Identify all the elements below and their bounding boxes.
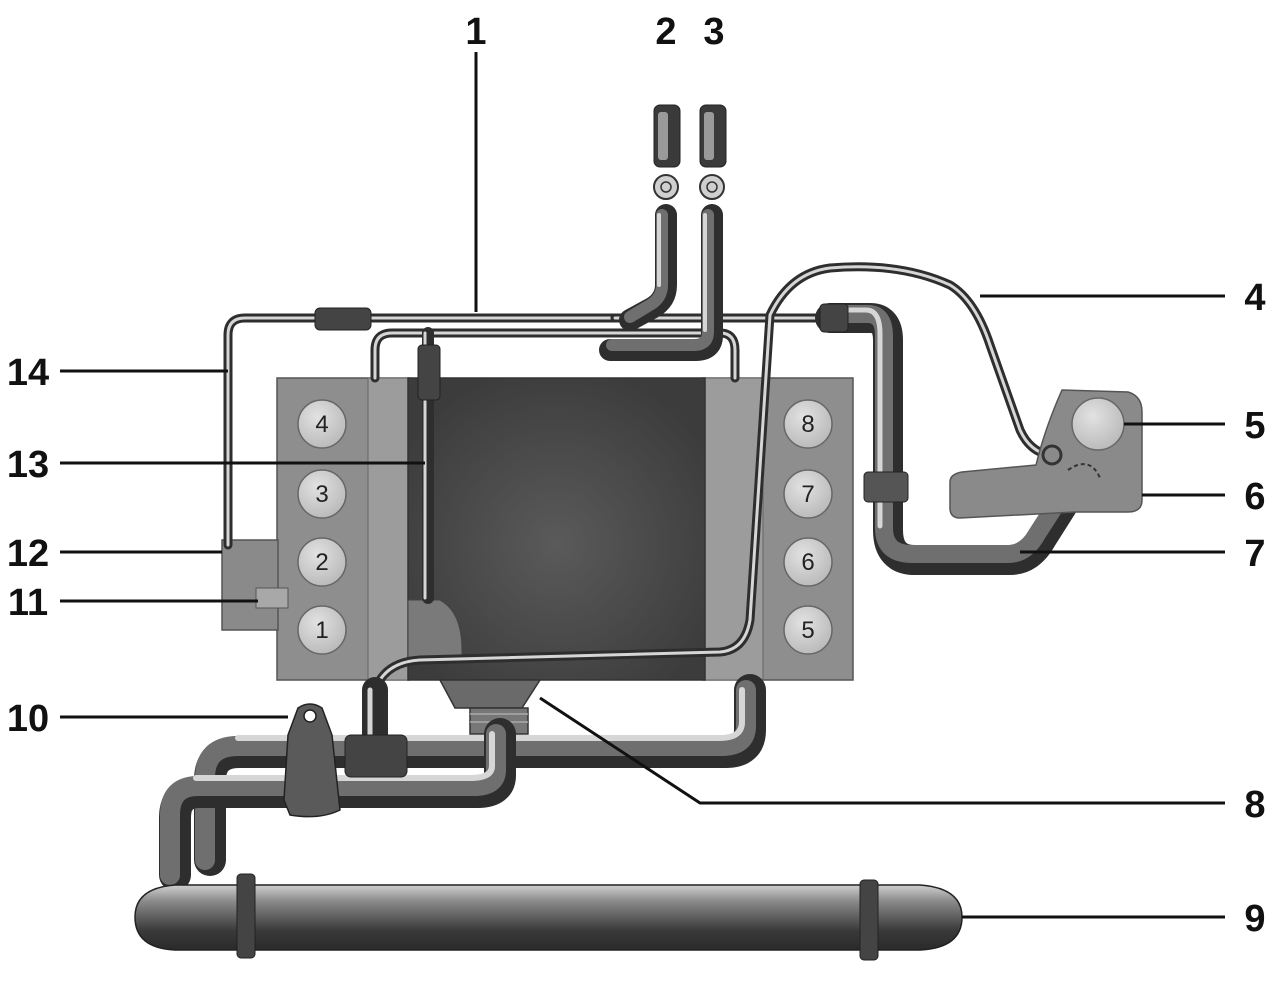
cylinder: 7 [783, 469, 833, 519]
callout-12: 12 [7, 533, 49, 575]
hose-clamp [863, 471, 909, 503]
callout-6: 6 [1244, 476, 1265, 518]
callout-11: 11 [8, 582, 48, 624]
cylinder-number: 7 [801, 481, 814, 508]
cylinder-number: 3 [315, 481, 328, 508]
canister [949, 389, 1143, 519]
callout-4: 4 [1244, 277, 1265, 319]
callout-8: 8 [1244, 784, 1265, 826]
cylinder: 3 [297, 469, 347, 519]
sensor-block [255, 587, 289, 609]
exhaust-return-pipe [194, 674, 766, 876]
callout-9: 9 [1244, 898, 1265, 940]
callout-13: 13 [7, 444, 49, 486]
callout-2: 2 [655, 11, 676, 53]
leader-8 [539, 696, 1225, 805]
cylinder: 1 [297, 605, 347, 655]
pipe-13 [417, 327, 441, 604]
leader-lines [60, 52, 1225, 919]
callout-labels: 1 2 3 4 5 6 7 8 9 10 11 12 13 14 [7, 11, 1266, 940]
pipe-4 [363, 262, 1055, 745]
callout-14: 14 [7, 352, 49, 394]
cylinder-number: 5 [801, 617, 814, 644]
probe-head [417, 344, 441, 401]
callout-7: 7 [1244, 533, 1265, 575]
right-cylinders: 8 7 6 5 [783, 399, 833, 655]
cylinder: 2 [297, 537, 347, 587]
cylinder: 4 [297, 399, 347, 449]
callout-10: 10 [7, 698, 49, 740]
callout-3: 3 [703, 11, 724, 53]
muffler-band [859, 879, 879, 961]
callout-1: 1 [465, 11, 486, 53]
cylinder-number: 6 [801, 549, 814, 576]
cylinder: 6 [783, 537, 833, 587]
cylinder-number: 1 [315, 617, 328, 644]
canister-cap [1071, 397, 1125, 451]
engine-block [276, 377, 854, 681]
left-cylinders: 4 3 2 1 [297, 399, 347, 655]
pipe-coupling [314, 307, 372, 331]
pipe-2 [619, 104, 681, 331]
cylinder-number: 2 [315, 549, 328, 576]
pipe-14 [223, 307, 620, 550]
cylinder: 5 [783, 605, 833, 655]
valve-fitting [699, 174, 725, 200]
pipe-3 [599, 104, 727, 361]
valve-fitting [653, 174, 679, 200]
left-head-strip [367, 377, 411, 681]
pipe-7 [815, 303, 1095, 575]
cylinder: 8 [783, 399, 833, 449]
bracket-10 [283, 703, 408, 818]
muffler [134, 873, 963, 961]
muffler-band [236, 873, 256, 959]
callout-5: 5 [1244, 405, 1265, 447]
left-module [221, 539, 289, 631]
inner-loop-line [370, 328, 740, 383]
pipe-coupling [819, 303, 849, 333]
cylinder-number: 4 [315, 411, 328, 438]
cylinder-number: 8 [801, 411, 814, 438]
